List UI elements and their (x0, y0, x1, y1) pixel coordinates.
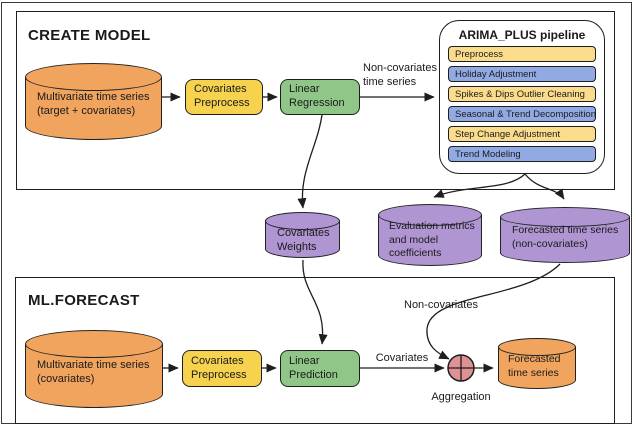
create-model-title: CREATE MODEL (28, 27, 151, 44)
node-label-line: Linear (289, 83, 320, 96)
cylinder-label-line: Covariates (277, 227, 330, 239)
edge-label-line: Non-covariates (363, 62, 437, 74)
forecasted-noncovariates-cylinder: Forecasted time series (non-covariates) (500, 207, 630, 263)
edge-label-line: time series (363, 76, 417, 89)
covariates-preprocess-node-top: Covariates Preprocess (185, 79, 263, 115)
cylinder-label-line: coefficients (389, 247, 442, 260)
node-label-line: Preprocess (191, 368, 247, 381)
noncovariates-edge-label: Non-covariates (404, 299, 478, 311)
cylinder-label-line: Weights (277, 241, 317, 254)
cylinder-label-line: time series (508, 366, 559, 379)
cylinder-label-line: Multivariate time series (37, 359, 150, 371)
pipeline-step: Trend Modeling (448, 146, 596, 162)
covariates-edge-label: Covariates (375, 352, 429, 364)
node-label-line: Preprocess (194, 97, 250, 109)
pipeline-title: ARIMA_PLUS pipeline (458, 28, 586, 42)
covariates-preprocess-node-bottom: Covariates Preprocess (182, 350, 262, 387)
pipeline-step: Seasonal & Trend Decomposition (448, 106, 596, 122)
cylinder-label-line: Forecasted (508, 353, 561, 365)
node-label-line: Regression (289, 97, 345, 109)
node-label-line: Linear (289, 354, 320, 367)
cylinder-label-line: Forecasted time series (512, 224, 619, 236)
cylinder-label-line: (target + covariates) (37, 105, 136, 118)
noncovariates-ts-edge-label: Non-covariates time series (363, 61, 437, 90)
pipeline-step: Holiday Adjustment (448, 66, 596, 82)
pipeline-step: Step Change Adjustment (448, 126, 596, 142)
multivariate-ts-target-covariates-cylinder: Multivariate time series (target + covar… (25, 63, 162, 140)
cylinder-label-line: Evaluation metrics (389, 220, 475, 232)
cylinder-label-line: (covariates) (37, 373, 95, 386)
covariates-weights-cylinder: Covariates Weights (265, 212, 340, 258)
linear-prediction-node: Linear Prediction (280, 350, 360, 387)
pipeline-step: Spikes & Dips Outlier Cleaning (448, 86, 596, 102)
aggregation-label: Aggregation (431, 391, 491, 403)
multivariate-ts-covariates-cylinder: Multivariate time series (covariates) (25, 330, 163, 408)
ml-forecast-title: ML.FORECAST (28, 292, 140, 309)
cylinder-label-line: and model (389, 233, 439, 246)
evaluation-metrics-cylinder: Evaluation metrics and model coefficient… (378, 204, 482, 266)
node-label-line: Covariates (194, 83, 247, 96)
forecasted-time-series-cylinder: Forecasted time series (498, 338, 576, 389)
pipeline-step: Preprocess (448, 46, 596, 62)
node-label-line: Covariates (191, 354, 244, 367)
cylinder-label-line: Multivariate time series (37, 91, 150, 103)
cylinder-label-line: (non-covariates) (512, 237, 588, 250)
linear-regression-node: Linear Regression (280, 79, 360, 115)
node-label-line: Prediction (289, 368, 338, 381)
